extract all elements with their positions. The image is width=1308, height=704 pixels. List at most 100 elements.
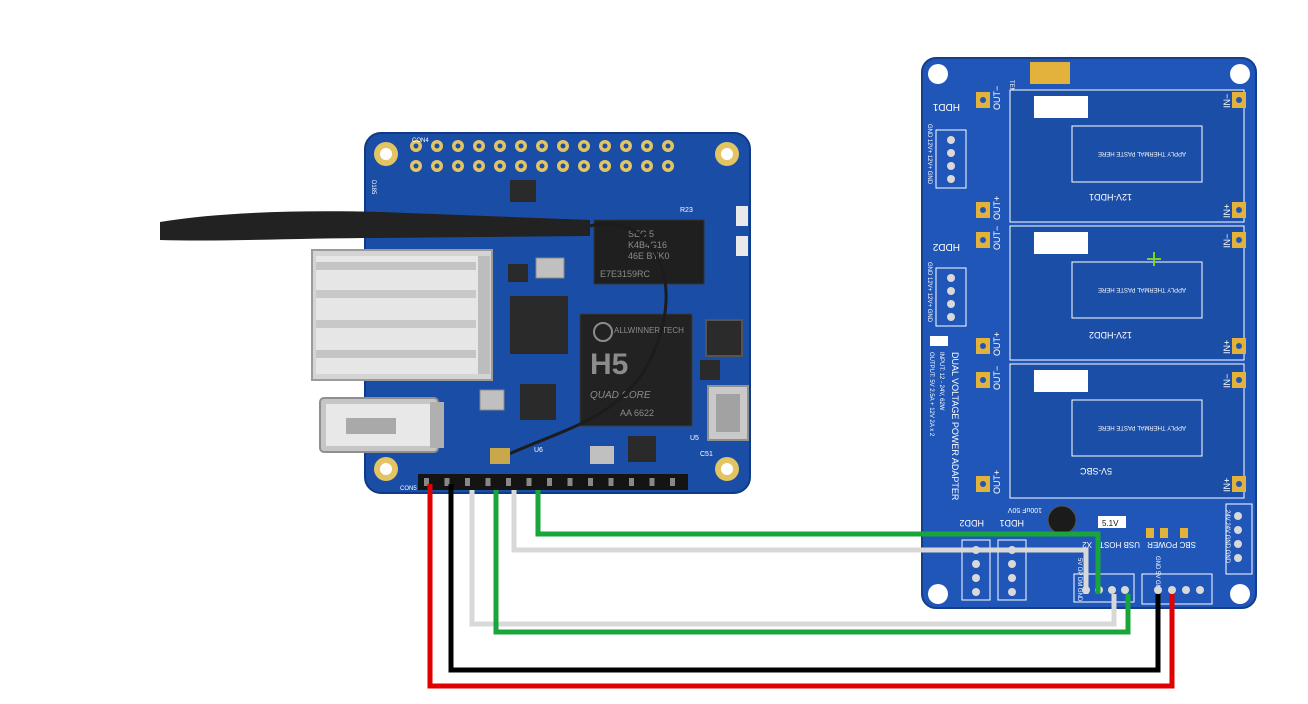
header-pin — [424, 478, 429, 486]
ram-label-4: E7E3159RC — [600, 269, 651, 279]
header-pin — [629, 478, 634, 486]
in-pad-label: IN+ — [1222, 478, 1232, 492]
hdd2-label: HDD2 — [932, 241, 960, 252]
label-d185: D185 — [370, 180, 376, 195]
sbc-power-connector — [1141, 573, 1213, 605]
ethernet-port — [311, 249, 493, 381]
gpio-header-top — [410, 140, 674, 172]
smd-pad — [1160, 528, 1168, 538]
header-pin — [526, 478, 532, 486]
header-pin — [506, 478, 511, 486]
header-strip — [418, 474, 688, 490]
chip-code: AA 6622 — [620, 408, 654, 418]
output-spec: OUTPUT: 5V 2.5A + 12V 2A x 2 — [928, 352, 934, 437]
gpio-header-bottom — [418, 474, 688, 490]
small-chip — [520, 384, 556, 420]
header-pin — [485, 478, 491, 486]
wire-white — [511, 490, 1089, 594]
adapter-mount-hole — [1230, 584, 1250, 604]
side-button — [736, 206, 748, 226]
thermal-note-3: APPLY THERMAL PASTE HERE — [1098, 424, 1186, 430]
module-label-1: 12V-HDD1 — [1089, 192, 1132, 202]
module-label-3: 5V-SBC — [1079, 466, 1112, 476]
power-pins-label: GND 5V GND 5V — [1154, 556, 1160, 602]
module-12v-hdd2: APPLY THERMAL PASTE HERE 12V-HDD2 — [1009, 225, 1245, 361]
small-chip — [628, 436, 656, 462]
wire-white — [469, 490, 1117, 627]
side-button — [736, 236, 748, 256]
label-u5: U5 — [690, 435, 699, 442]
small-chip — [700, 360, 720, 380]
header-pin — [547, 478, 552, 486]
label-con4: CON4 — [412, 138, 429, 144]
out-pad-label: OUT+ — [992, 196, 1002, 220]
input-pins-label: 24V 24V GND GND — [1224, 510, 1230, 564]
wire-black — [448, 484, 1161, 673]
crystal — [479, 389, 505, 411]
chip-sub: QUAD CORE — [590, 390, 651, 401]
header-pin — [567, 478, 573, 486]
in-pad-label: IN− — [1222, 94, 1232, 108]
zener-label: 5.1V — [1102, 519, 1119, 528]
in-pad-label: IN− — [1222, 374, 1232, 388]
wire-green — [493, 490, 1131, 635]
label-u6: U6 — [534, 447, 543, 454]
hdd1-bottom-label: HDD1 — [999, 518, 1024, 528]
usb-pins-label: 5V DP DM GND — [1076, 558, 1082, 602]
out-pad-label: OUT+ — [992, 470, 1002, 494]
smd-pad — [1146, 528, 1154, 538]
thermal-note-2: APPLY THERMAL PASTE HERE — [1098, 286, 1186, 292]
chip-model: H5 — [590, 348, 628, 381]
label-c51: C51 — [700, 451, 713, 458]
hdd2-bottom-label: HDD2 — [959, 518, 984, 528]
micro-usb-port — [707, 385, 749, 441]
antenna-connector — [490, 448, 510, 464]
title-marker — [930, 336, 948, 346]
temp-label: TEMP — [1008, 80, 1014, 97]
module-ic — [1034, 232, 1088, 254]
sbc-board: CON4 CON5 SEC 5 K4B4G16 46E BYK0 E — [160, 132, 751, 494]
cap-label: 100uF 50V — [1007, 506, 1042, 513]
usb-host-label: USB HOST — [1099, 540, 1140, 549]
hdd1-connector — [935, 129, 967, 189]
out-pad-label: OUT− — [992, 366, 1002, 390]
x2-label: X2 — [1082, 540, 1092, 549]
inductor — [705, 319, 743, 357]
out-pad-label: OUT− — [992, 86, 1002, 110]
crosshair — [1147, 252, 1161, 266]
zener-diode — [1098, 516, 1126, 528]
out-pad-label: OUT− — [992, 226, 1002, 250]
antenna-coax — [499, 222, 668, 460]
label-r23: R23 — [680, 207, 693, 214]
header-pin — [670, 478, 675, 486]
hdd2-connector — [935, 267, 967, 327]
eth-phy-chip — [510, 296, 568, 354]
header-pin — [588, 478, 593, 486]
wires — [427, 484, 1175, 689]
input-spec: INPUT: 12 - 24V, 62W — [938, 352, 944, 411]
header-pin — [608, 478, 614, 486]
adapter-mount-hole — [928, 64, 948, 84]
input-connector — [1225, 503, 1253, 575]
adapter-board: TEMP APPLY THERMAL PASTE HERE 12V-HDD1 A… — [921, 57, 1257, 609]
adapter-mount-hole — [1230, 64, 1250, 84]
module-12v-hdd1: APPLY THERMAL PASTE HERE 12V-HDD1 — [1009, 89, 1245, 223]
module-ic — [1034, 370, 1088, 392]
ram-label-2: K4B4G16 — [628, 240, 667, 250]
out-pad-label: OUT+ — [992, 332, 1002, 356]
adapter-title: DUAL VOLTAGE POWER ADAPTER — [950, 352, 960, 501]
usb-port — [319, 397, 444, 453]
hdd1-pins: GND 12V+ 12V+ GND — [926, 124, 932, 185]
adapter-mount-hole — [928, 584, 948, 604]
allwinner-logo — [593, 322, 613, 342]
header-pin — [465, 478, 470, 486]
temp-sensor — [1030, 62, 1070, 84]
header-pin — [649, 478, 655, 486]
ram-label-3: 46E BYK0 — [628, 251, 670, 261]
wire-green — [535, 490, 1101, 594]
module-ic — [1034, 96, 1088, 118]
in-pad-label: IN+ — [1222, 204, 1232, 218]
module-pads: OUT−IN−OUT+IN+OUT−IN−OUT+IN+OUT−IN−OUT+I… — [976, 86, 1246, 494]
hdd2-pins: GND 12V+ 12V+ GND — [926, 262, 932, 323]
module-label-2: 12V-HDD2 — [1089, 330, 1132, 340]
